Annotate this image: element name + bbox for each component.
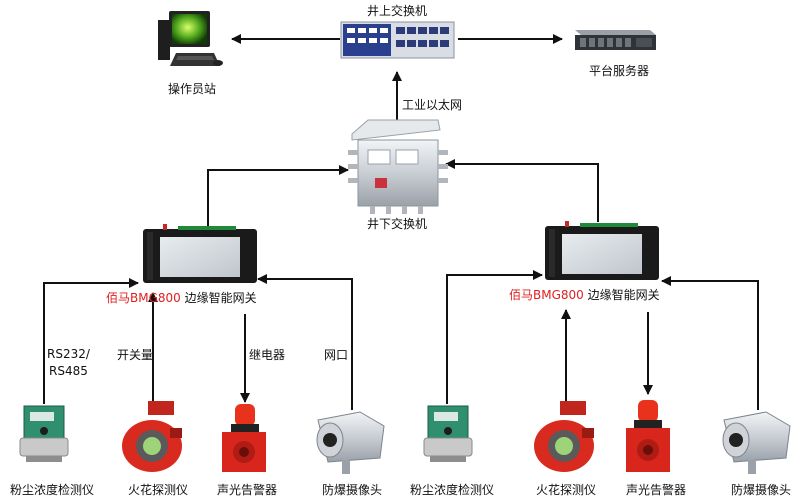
device-spark-right-label: 火花探测仪 bbox=[535, 483, 597, 497]
link-switch-qty-label: 开关量 bbox=[117, 348, 154, 362]
operator-station-label: 操作员站 bbox=[167, 82, 217, 96]
explosion-proof-camera-left-icon bbox=[316, 411, 385, 474]
device-alarm-left-label: 声光告警器 bbox=[216, 483, 278, 497]
ethernet-link-label: 工业以太网 bbox=[402, 98, 463, 112]
arrow-camera-to-gw-left bbox=[257, 274, 353, 410]
sound-light-alarm-left-icon bbox=[222, 404, 266, 472]
link-net-port-label: 网口 bbox=[324, 348, 349, 362]
device-camera-right-label: 防爆摄像头 bbox=[730, 483, 792, 497]
arrow-camera-to-gw-right bbox=[661, 276, 759, 410]
gateway-right-name: 边缘智能网关 bbox=[583, 288, 660, 302]
device-spark-left-label: 火花探测仪 bbox=[127, 483, 189, 497]
device-dust-left-label: 粉尘浓度检测仪 bbox=[9, 483, 95, 497]
dust-detector-left-icon bbox=[19, 405, 69, 462]
link-relay-label: 继电器 bbox=[249, 348, 286, 362]
connectors-right bbox=[446, 270, 759, 410]
gateway-right-brand: 佰马BMG800 bbox=[509, 288, 584, 302]
sound-light-alarm-right-icon bbox=[626, 400, 670, 472]
spark-detector-right-icon bbox=[534, 401, 594, 472]
underground-switch-icon bbox=[348, 119, 448, 214]
gateway-left-brand: 佰马BMG800 bbox=[106, 291, 181, 305]
arrow-gw-right-to-switch bbox=[445, 159, 599, 222]
device-camera-left-label: 防爆摄像头 bbox=[321, 483, 383, 497]
gateway-left-name: 边缘智能网关 bbox=[180, 291, 257, 305]
gateway-right-label: 佰马BMG800 边缘智能网关 bbox=[509, 288, 660, 302]
arrow-dust-to-gw-left bbox=[43, 278, 139, 404]
gateway-left-icon bbox=[143, 224, 257, 283]
underground-switch-label: 井下交换机 bbox=[366, 217, 428, 231]
arrow-dust-to-gw-right bbox=[446, 270, 543, 404]
spark-detector-left-icon bbox=[122, 401, 182, 472]
gateway-right-icon bbox=[545, 221, 659, 280]
explosion-proof-camera-right-icon bbox=[722, 411, 791, 474]
surface-switch-icon bbox=[340, 21, 455, 59]
connectors-left bbox=[43, 274, 353, 410]
gateway-left-label: 佰马BMG800 边缘智能网关 bbox=[106, 291, 257, 305]
platform-server-icon bbox=[575, 30, 656, 50]
operator-station-icon bbox=[158, 11, 223, 66]
link-rs-label: RS232/ RS485 bbox=[47, 347, 90, 378]
device-dust-right-label: 粉尘浓度检测仪 bbox=[409, 483, 495, 497]
device-alarm-right-label: 声光告警器 bbox=[625, 483, 687, 497]
dust-detector-right-icon bbox=[423, 405, 473, 462]
platform-server-label: 平台服务器 bbox=[588, 64, 650, 78]
surface-switch-label: 井上交换机 bbox=[366, 4, 428, 18]
arrow-gw-left-to-switch bbox=[207, 165, 349, 228]
